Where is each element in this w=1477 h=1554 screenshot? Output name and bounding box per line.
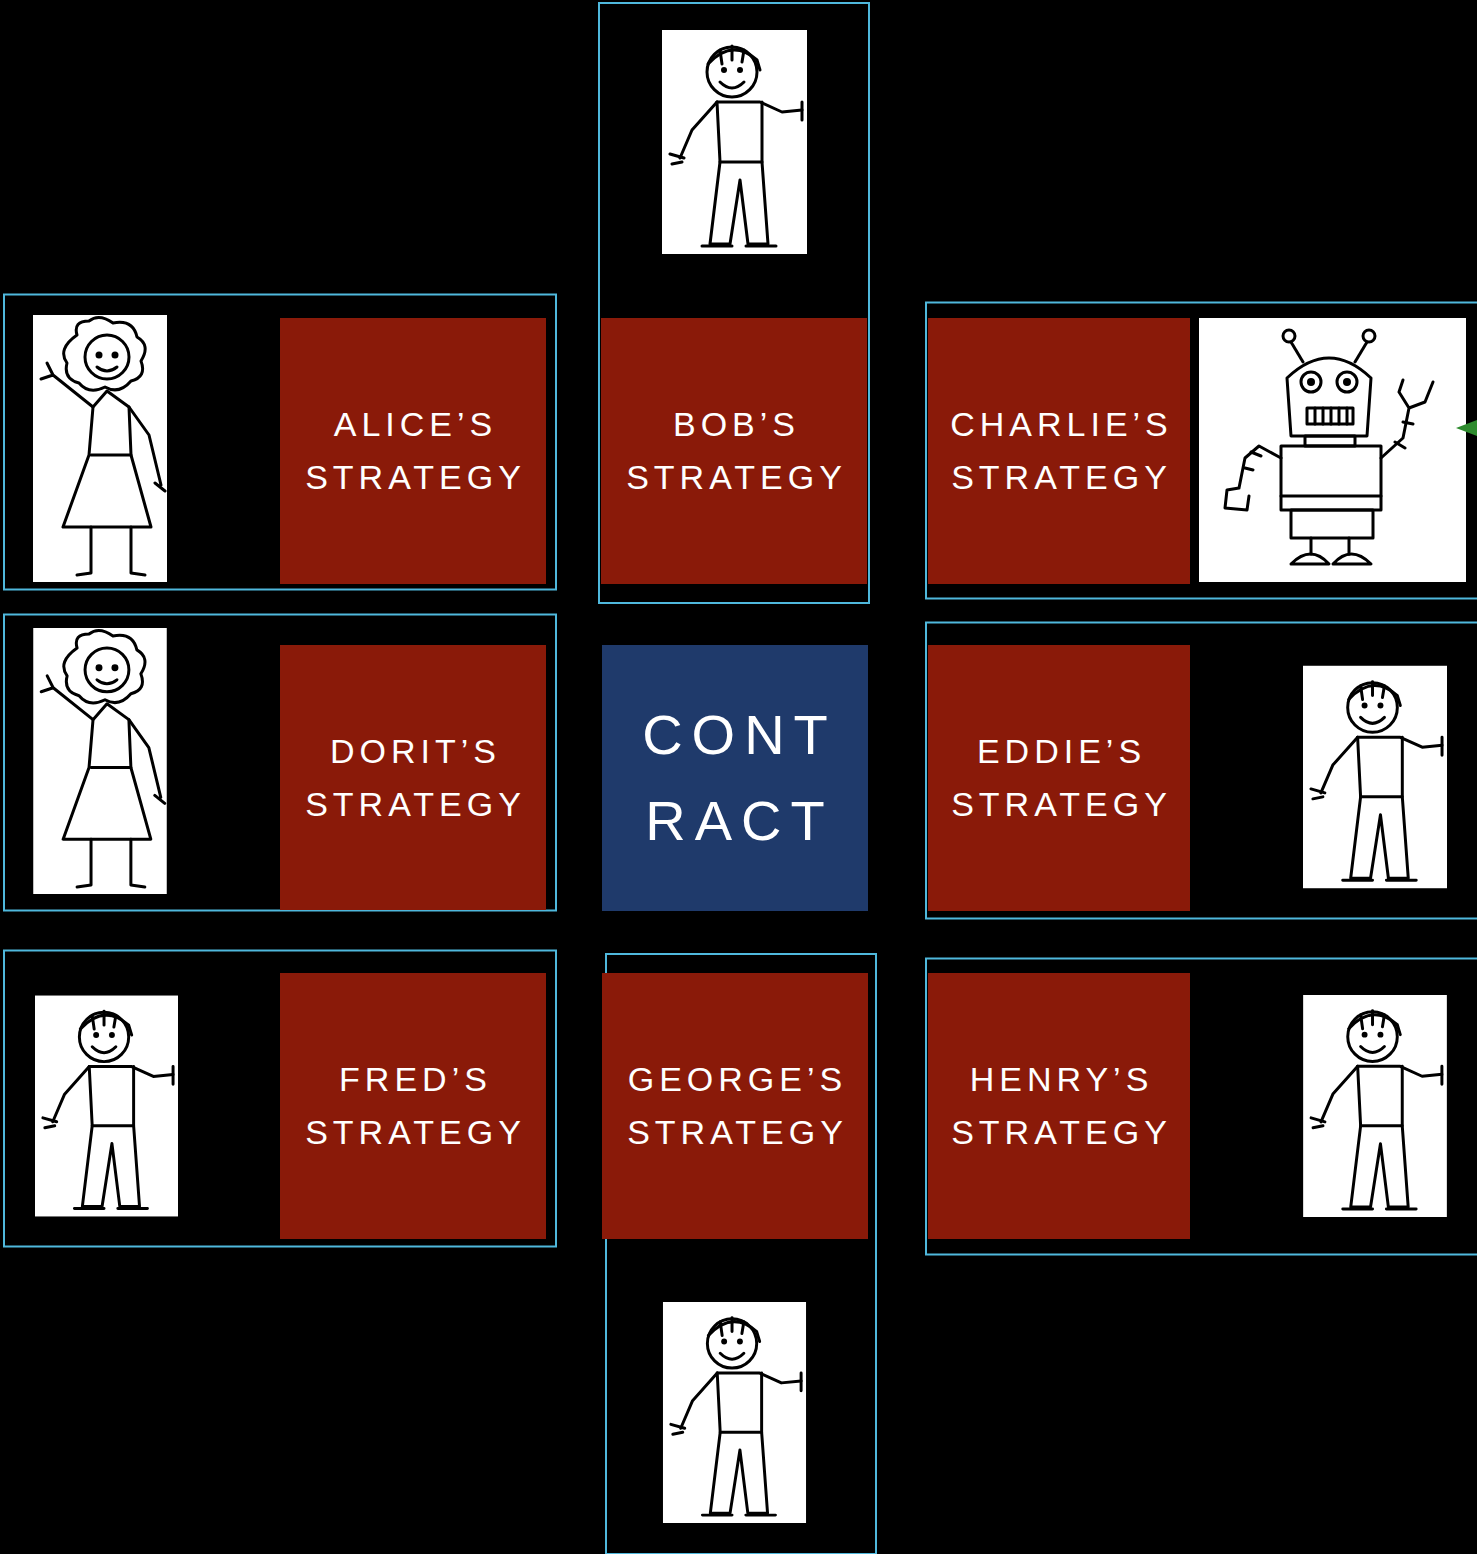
strategy-label: HENRY’S STRATEGY [944,1053,1174,1159]
strategy-box: DORIT’S STRATEGY [280,645,546,910]
strategy-box: EDDIE’S STRATEGY [928,645,1190,911]
player-outline [4,295,556,590]
strategy-box: CHARLIE’S STRATEGY [928,318,1190,584]
stick-figure [33,315,167,582]
player-outline [4,615,556,911]
strategy-label: EDDIE’S STRATEGY [944,725,1174,831]
strategy-box: FRED’S STRATEGY [280,973,546,1239]
player-outline [926,959,1477,1255]
stick-figure [1303,995,1447,1217]
strategy-label: GEORGE’S STRATEGY [618,1053,852,1159]
player-outline [4,951,556,1247]
strategy-box: BOB’S STRATEGY [601,318,867,584]
contract-label: CONT RACT [610,692,860,864]
strategy-box: GEORGE’S STRATEGY [602,973,868,1239]
strategy-label: CHARLIE’S STRATEGY [944,398,1174,504]
player-outline [926,303,1477,599]
player-outlines [4,3,1477,1554]
arrow-tip [1456,420,1477,436]
stick-figure [662,30,807,254]
strategy-box: ALICE’S STRATEGY [280,318,546,584]
strategy-box: HENRY’S STRATEGY [928,973,1190,1239]
player-outline [926,623,1477,919]
stick-figure [35,996,178,1217]
strategy-label: BOB’S STRATEGY [617,398,851,504]
stick-figure [33,628,166,894]
strategy-label: FRED’S STRATEGY [296,1053,530,1159]
strategy-label: ALICE’S STRATEGY [296,398,530,504]
strategy-label: DORIT’S STRATEGY [296,725,530,831]
robot-figure [1199,318,1466,582]
stick-figure [663,1302,806,1523]
stick-figure [1303,666,1447,888]
player-outline [599,3,869,603]
contract-box: CONT RACT [602,645,868,911]
